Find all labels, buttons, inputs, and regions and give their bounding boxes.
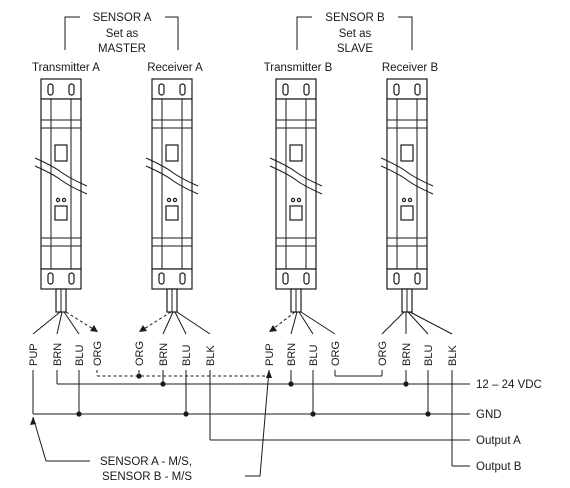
receiver-a-label: Receiver A xyxy=(147,62,203,74)
wire-label-rx-b-brn: BRN xyxy=(401,343,413,366)
sensor-b-role: SLAVE xyxy=(337,43,374,55)
wire-label-rx-a-org: ORG xyxy=(134,341,146,366)
wire-label-rx-b-blk: BLK xyxy=(447,345,459,366)
transmitter-b-body xyxy=(269,78,323,313)
wire-label-rx-b-org: ORG xyxy=(377,341,389,366)
sensor-a-title: SENSOR A xyxy=(93,12,152,24)
sensor-b-title: SENSOR B xyxy=(325,12,385,24)
wire-label-tx-b-brn: BRN xyxy=(286,343,298,366)
transmitter-a-label: Transmitter A xyxy=(32,62,100,74)
gnd-label: GND xyxy=(476,409,502,421)
sensor-b-set-as: Set as xyxy=(339,28,372,40)
receiver-b-label: Receiver B xyxy=(382,62,439,74)
sensor-a-set-as: Set as xyxy=(106,28,139,40)
wire-fanouts xyxy=(32,311,453,335)
wire-label-tx-a-brn: BRN xyxy=(52,343,64,366)
receiver-a-body xyxy=(145,78,199,313)
wire-label-tx-a-pup: PUP xyxy=(28,343,40,366)
pup-note-line2: SENSOR B - M/S xyxy=(102,471,192,483)
transmitter-b-label: Transmitter B xyxy=(264,62,333,74)
sensor-a-role: MASTER xyxy=(98,43,146,55)
pup-note-leader-a xyxy=(32,416,90,462)
sensor-b-group-label: SENSOR B Set as SLAVE xyxy=(296,12,413,55)
wire-label-rx-a-brn: BRN xyxy=(158,343,170,366)
wire-drops xyxy=(32,370,453,466)
wire-label-rx-b-blu: BLU xyxy=(423,345,435,366)
supply-label: 12 – 24 VDC xyxy=(476,379,542,391)
wire-label-tx-a-org: ORG xyxy=(92,341,104,366)
transmitter-a-body xyxy=(34,78,88,313)
wire-label-tx-b-org: ORG xyxy=(330,341,342,366)
pup-note-line1: SENSOR A - M/S, xyxy=(100,456,192,468)
output-a-label: Output A xyxy=(476,435,521,447)
wire-label-rx-a-blk: BLK xyxy=(205,345,217,366)
pup-note-leader-b xyxy=(245,369,270,477)
wire-label-tx-a-blu: BLU xyxy=(74,345,86,366)
sensor-a-group-label: SENSOR A Set as MASTER xyxy=(64,12,179,55)
wire-label-rx-a-blu: BLU xyxy=(181,345,193,366)
receiver-b-body xyxy=(380,78,434,313)
wire-label-tx-b-blu: BLU xyxy=(308,345,320,366)
wire-label-tx-b-pup: PUP xyxy=(264,343,276,366)
output-b-label: Output B xyxy=(476,461,522,473)
